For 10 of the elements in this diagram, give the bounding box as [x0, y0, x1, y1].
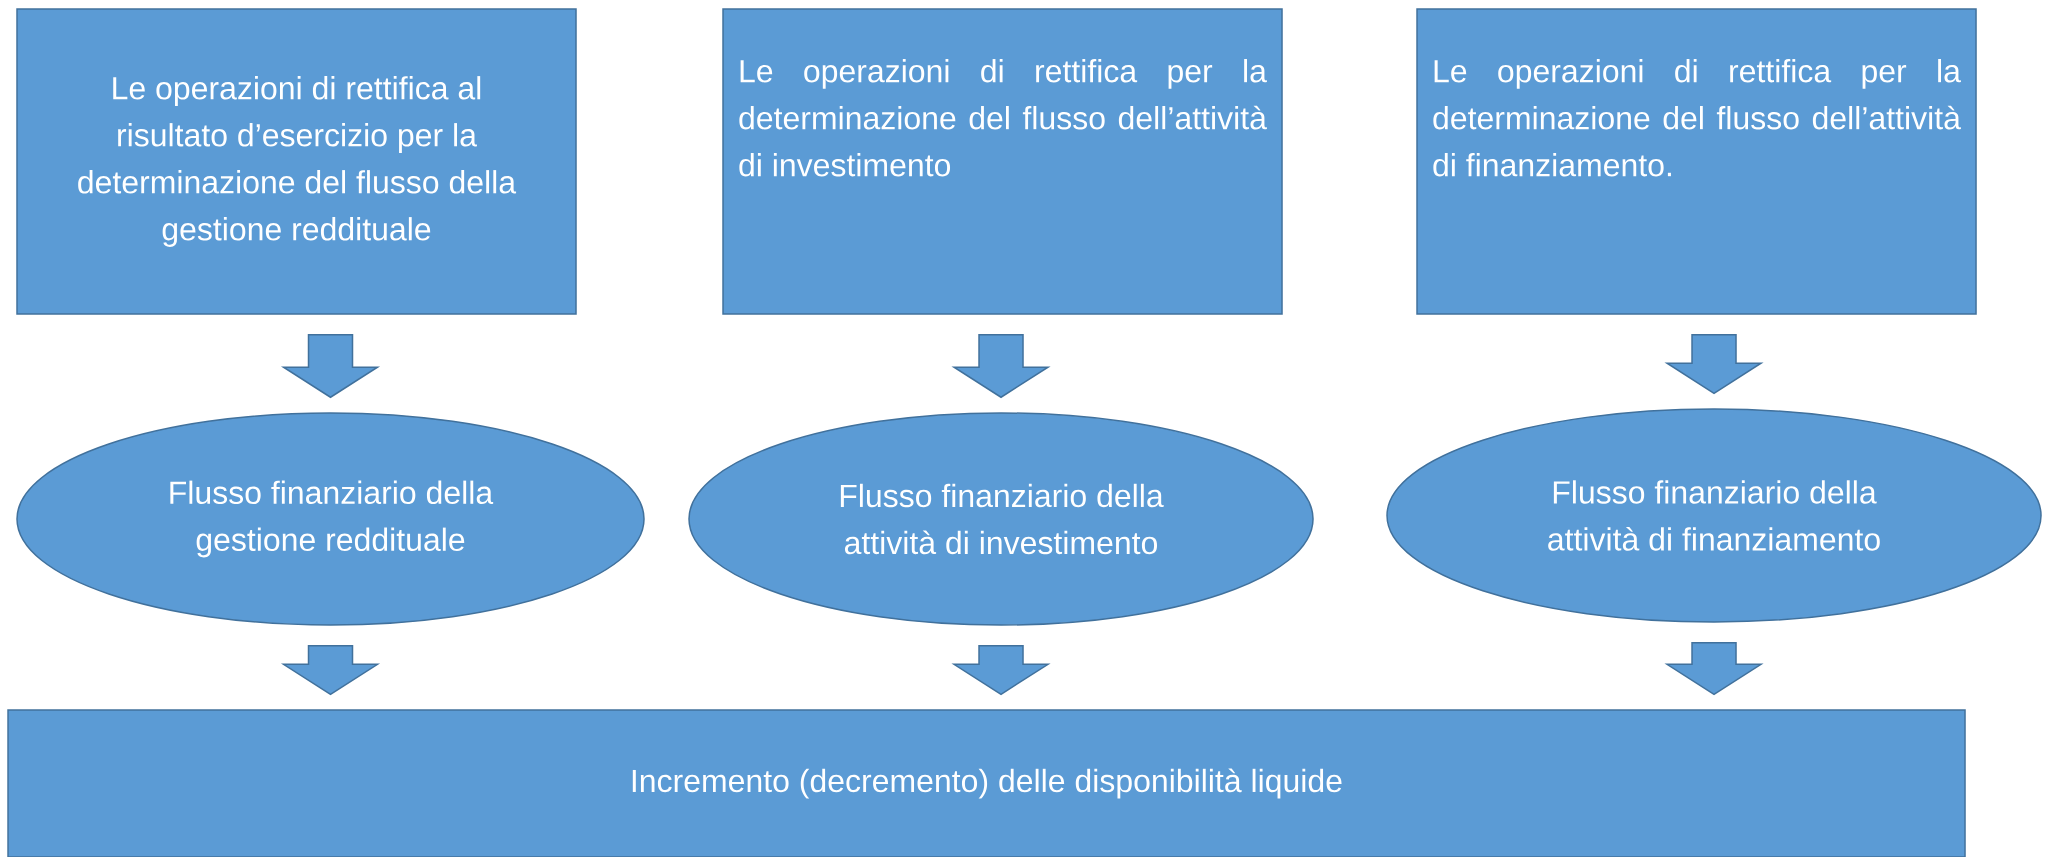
block-arrow [951, 645, 1051, 696]
text-box: Incremento (decremento) delle disponibilità liquide [7, 709, 1966, 857]
text-box: Le operazioni di rettifica al risultato d’esercizio per la determinazione del flusso della gestione reddituale [16, 8, 577, 315]
block-arrow [1664, 334, 1764, 395]
text-box: Le operazioni di rettifica per la determinazione del flusso dell’attività di investimento [722, 8, 1283, 315]
block-arrow [280, 334, 381, 399]
block-arrow [280, 645, 381, 696]
block-arrow [1664, 642, 1764, 696]
block-arrow [951, 334, 1051, 399]
text-box: Le operazioni di rettifica per la determinazione del flusso dell’attività di finanziamento. [1416, 8, 1977, 315]
